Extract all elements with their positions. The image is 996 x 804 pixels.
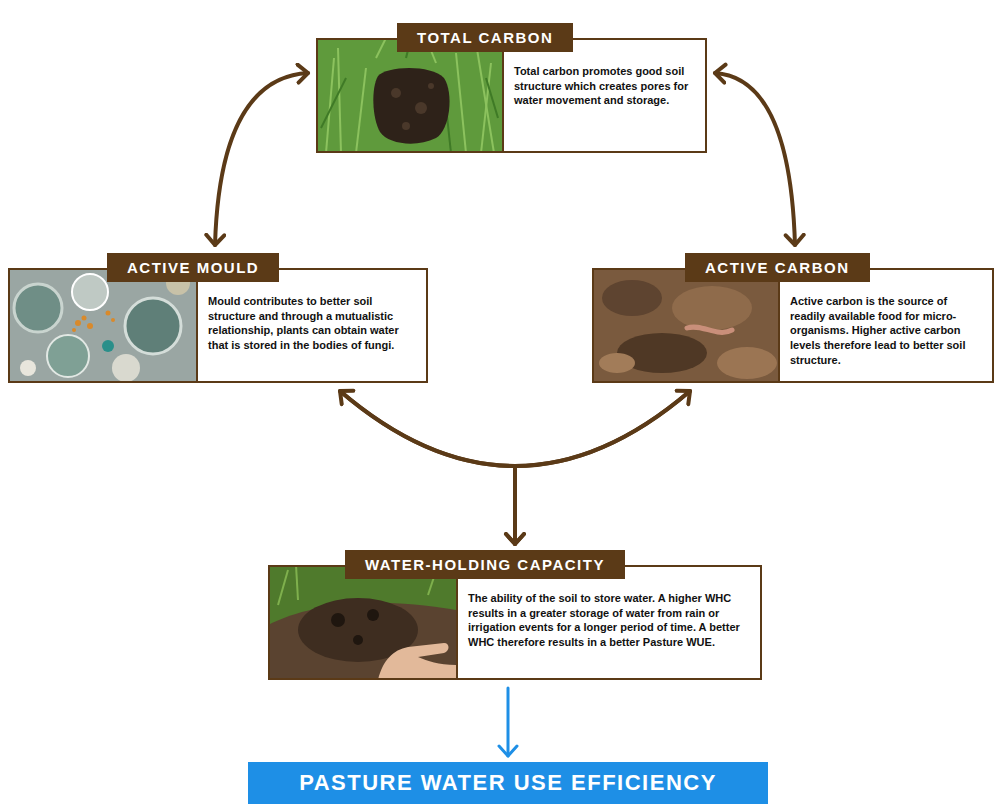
description-text: Active carbon is the source of readily a… (778, 270, 992, 381)
outcome-title: PASTURE WATER USE EFFICIENCY (299, 770, 717, 796)
grass-soil-photo (316, 38, 502, 153)
heading-tab: WATER-HOLDING CAPACITY (345, 550, 625, 579)
factor-box: TOTAL CARBONTotal carbon promotes good s… (316, 38, 707, 153)
relationship-arrow (515, 391, 690, 544)
outcome-band: PASTURE WATER USE EFFICIENCY (248, 762, 768, 804)
factor-box: ACTIVE CARBONActive carbon is the source… (592, 268, 994, 383)
heading-tab: TOTAL CARBON (397, 23, 573, 52)
relationship-arrow (715, 73, 795, 245)
factor-box: WATER-HOLDING CAPACITYThe ability of the… (268, 565, 762, 680)
description-text: The ability of the soil to store water. … (456, 567, 760, 678)
relationship-arrow (340, 391, 515, 544)
description-text: Total carbon promotes good soil structur… (502, 40, 705, 151)
outcome-arrow (507, 688, 510, 756)
mould-photo (8, 268, 196, 383)
soil-hand-photo (268, 565, 456, 680)
relationship-arrow (215, 73, 308, 245)
description-text: Mould contributes to better soil structu… (196, 270, 426, 381)
factor-box: ACTIVE MOULDMould contributes to better … (8, 268, 428, 383)
heading-tab: ACTIVE CARBON (685, 253, 870, 282)
soil-photo (592, 268, 778, 383)
heading-tab: ACTIVE MOULD (107, 253, 279, 282)
